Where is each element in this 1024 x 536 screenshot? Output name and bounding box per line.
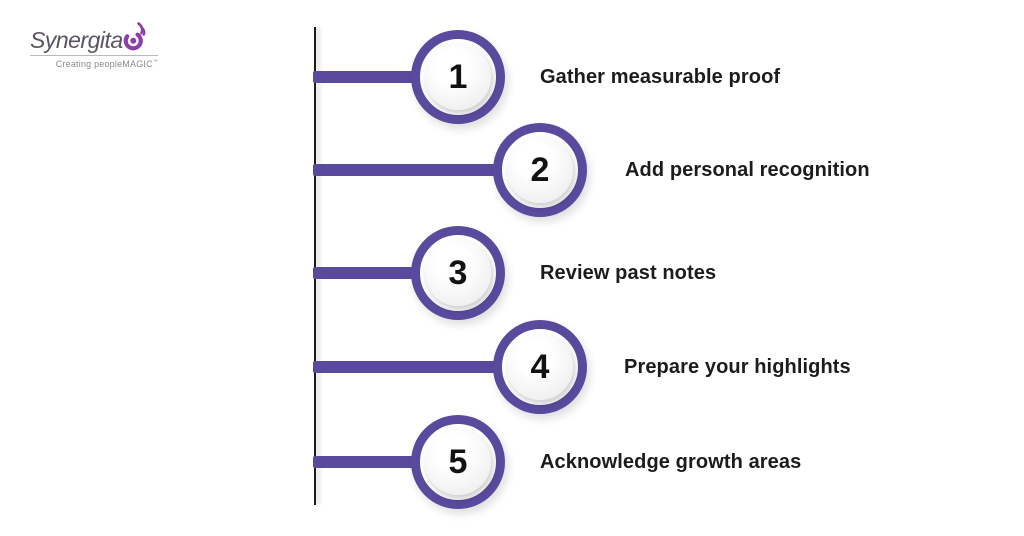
- step-disc-2: 2: [507, 137, 573, 203]
- connector-bar-5: [313, 456, 441, 468]
- connector-bar-1: [313, 71, 441, 83]
- step-disc-1: 1: [425, 44, 491, 110]
- step-number-3: 3: [448, 254, 468, 292]
- brand-logo: Synergita Creating peopleMAGIC™: [30, 22, 170, 69]
- step-number-5: 5: [448, 443, 468, 481]
- step-circle-3: 3: [411, 226, 505, 320]
- logo-divider: [30, 55, 158, 56]
- step-label-3: Review past notes: [540, 262, 717, 284]
- step-label-2: Add personal recognition: [625, 159, 870, 181]
- brand-name: Synergita: [30, 27, 123, 53]
- step-disc-3: 3: [425, 240, 491, 306]
- tagline-text: Creating peopleMAGIC: [55, 59, 153, 69]
- step-circle-2: 2: [493, 123, 587, 217]
- step-circle-5: 5: [411, 415, 505, 509]
- connector-bar-3: [313, 267, 441, 279]
- connector-bar-4: [313, 361, 523, 373]
- step-disc-4: 4: [507, 334, 573, 400]
- step-circle-1: 1: [411, 30, 505, 124]
- step-label-4: Prepare your highlights: [624, 356, 851, 378]
- connector-bar-2: [313, 164, 523, 176]
- step-label-5: Acknowledge growth areas: [540, 451, 802, 473]
- step-label-1: Gather measurable proof: [540, 66, 781, 88]
- timeline-spine: [314, 27, 316, 505]
- step-number-2: 2: [530, 151, 550, 189]
- step-number-1: 1: [448, 58, 468, 96]
- step-disc-5: 5: [425, 429, 491, 495]
- brand-tagline: Creating peopleMAGIC™: [30, 59, 158, 69]
- step-number-4: 4: [530, 348, 550, 386]
- trademark-symbol: ™: [152, 59, 158, 65]
- step-circle-4: 4: [493, 320, 587, 414]
- swirl-flame-icon: [123, 22, 146, 51]
